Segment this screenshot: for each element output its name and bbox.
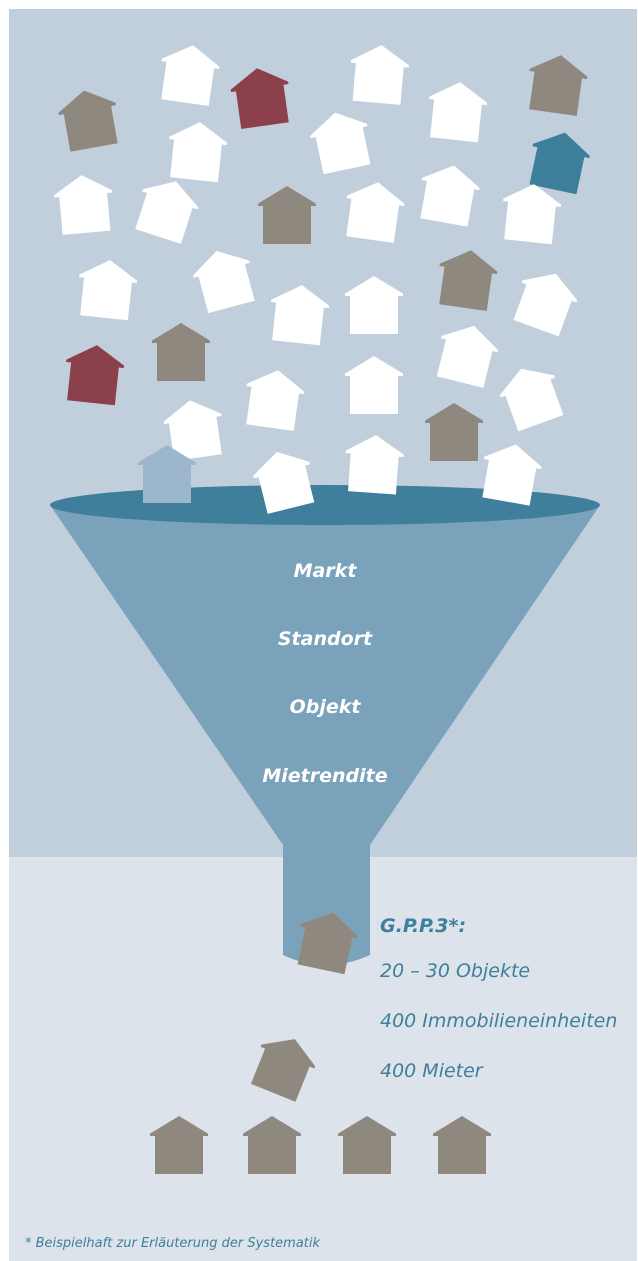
- house-icon: [138, 445, 196, 503]
- house-icon: [165, 119, 229, 183]
- house-icon: [243, 1116, 301, 1174]
- house-icon: [306, 107, 376, 176]
- result-line-mieter: 400 Mieter: [380, 1060, 483, 1082]
- house-icon: [525, 127, 594, 196]
- house-icon: [55, 85, 122, 152]
- result-line-einheiten: 400 Immobilieneinheiten: [380, 1010, 618, 1032]
- house-icon: [425, 79, 489, 143]
- house-icon: [524, 51, 590, 117]
- house-icon: [150, 1116, 208, 1174]
- criterion-mietrendite: Mietrendite: [262, 765, 388, 787]
- criterion-markt: Markt: [293, 560, 357, 582]
- house-icon: [228, 64, 294, 130]
- footnote: * Beispielhaft zur Erläuterung der Syste…: [25, 1236, 321, 1251]
- house-icon: [161, 396, 227, 462]
- criterion-standort: Standort: [277, 628, 373, 650]
- funnel-cone: [50, 505, 600, 845]
- house-icon: [241, 366, 307, 432]
- house-icon: [188, 243, 259, 314]
- house-icon: [62, 342, 126, 406]
- house-icon: [152, 323, 210, 381]
- house-icon: [246, 1028, 322, 1104]
- house-icon: [75, 257, 139, 321]
- house-icon: [293, 907, 362, 976]
- house-icon: [341, 178, 407, 244]
- house-icon: [494, 359, 568, 433]
- house-icon: [343, 433, 405, 495]
- criterion-objekt: Objekt: [289, 696, 361, 718]
- house-icon: [156, 41, 222, 107]
- house-icon: [338, 1116, 396, 1174]
- house-icon: [499, 181, 563, 245]
- house-icon: [130, 172, 203, 245]
- house-icon: [52, 173, 116, 236]
- house-icon: [415, 160, 483, 227]
- house-icon: [509, 264, 583, 338]
- house-icon: [258, 186, 316, 244]
- house-icon: [425, 403, 483, 461]
- house-icon: [434, 246, 500, 312]
- result-line-objekte: 20 – 30 Objekte: [380, 960, 531, 982]
- result-title: G.P.P.3*:: [380, 915, 467, 937]
- house-icon: [267, 282, 331, 346]
- house-icon: [345, 356, 403, 414]
- house-icon: [477, 439, 545, 506]
- house-icon: [345, 276, 403, 334]
- house-icon: [433, 1116, 491, 1174]
- house-icon: [347, 43, 411, 106]
- house-icon: [249, 445, 319, 515]
- house-icon: [432, 319, 502, 389]
